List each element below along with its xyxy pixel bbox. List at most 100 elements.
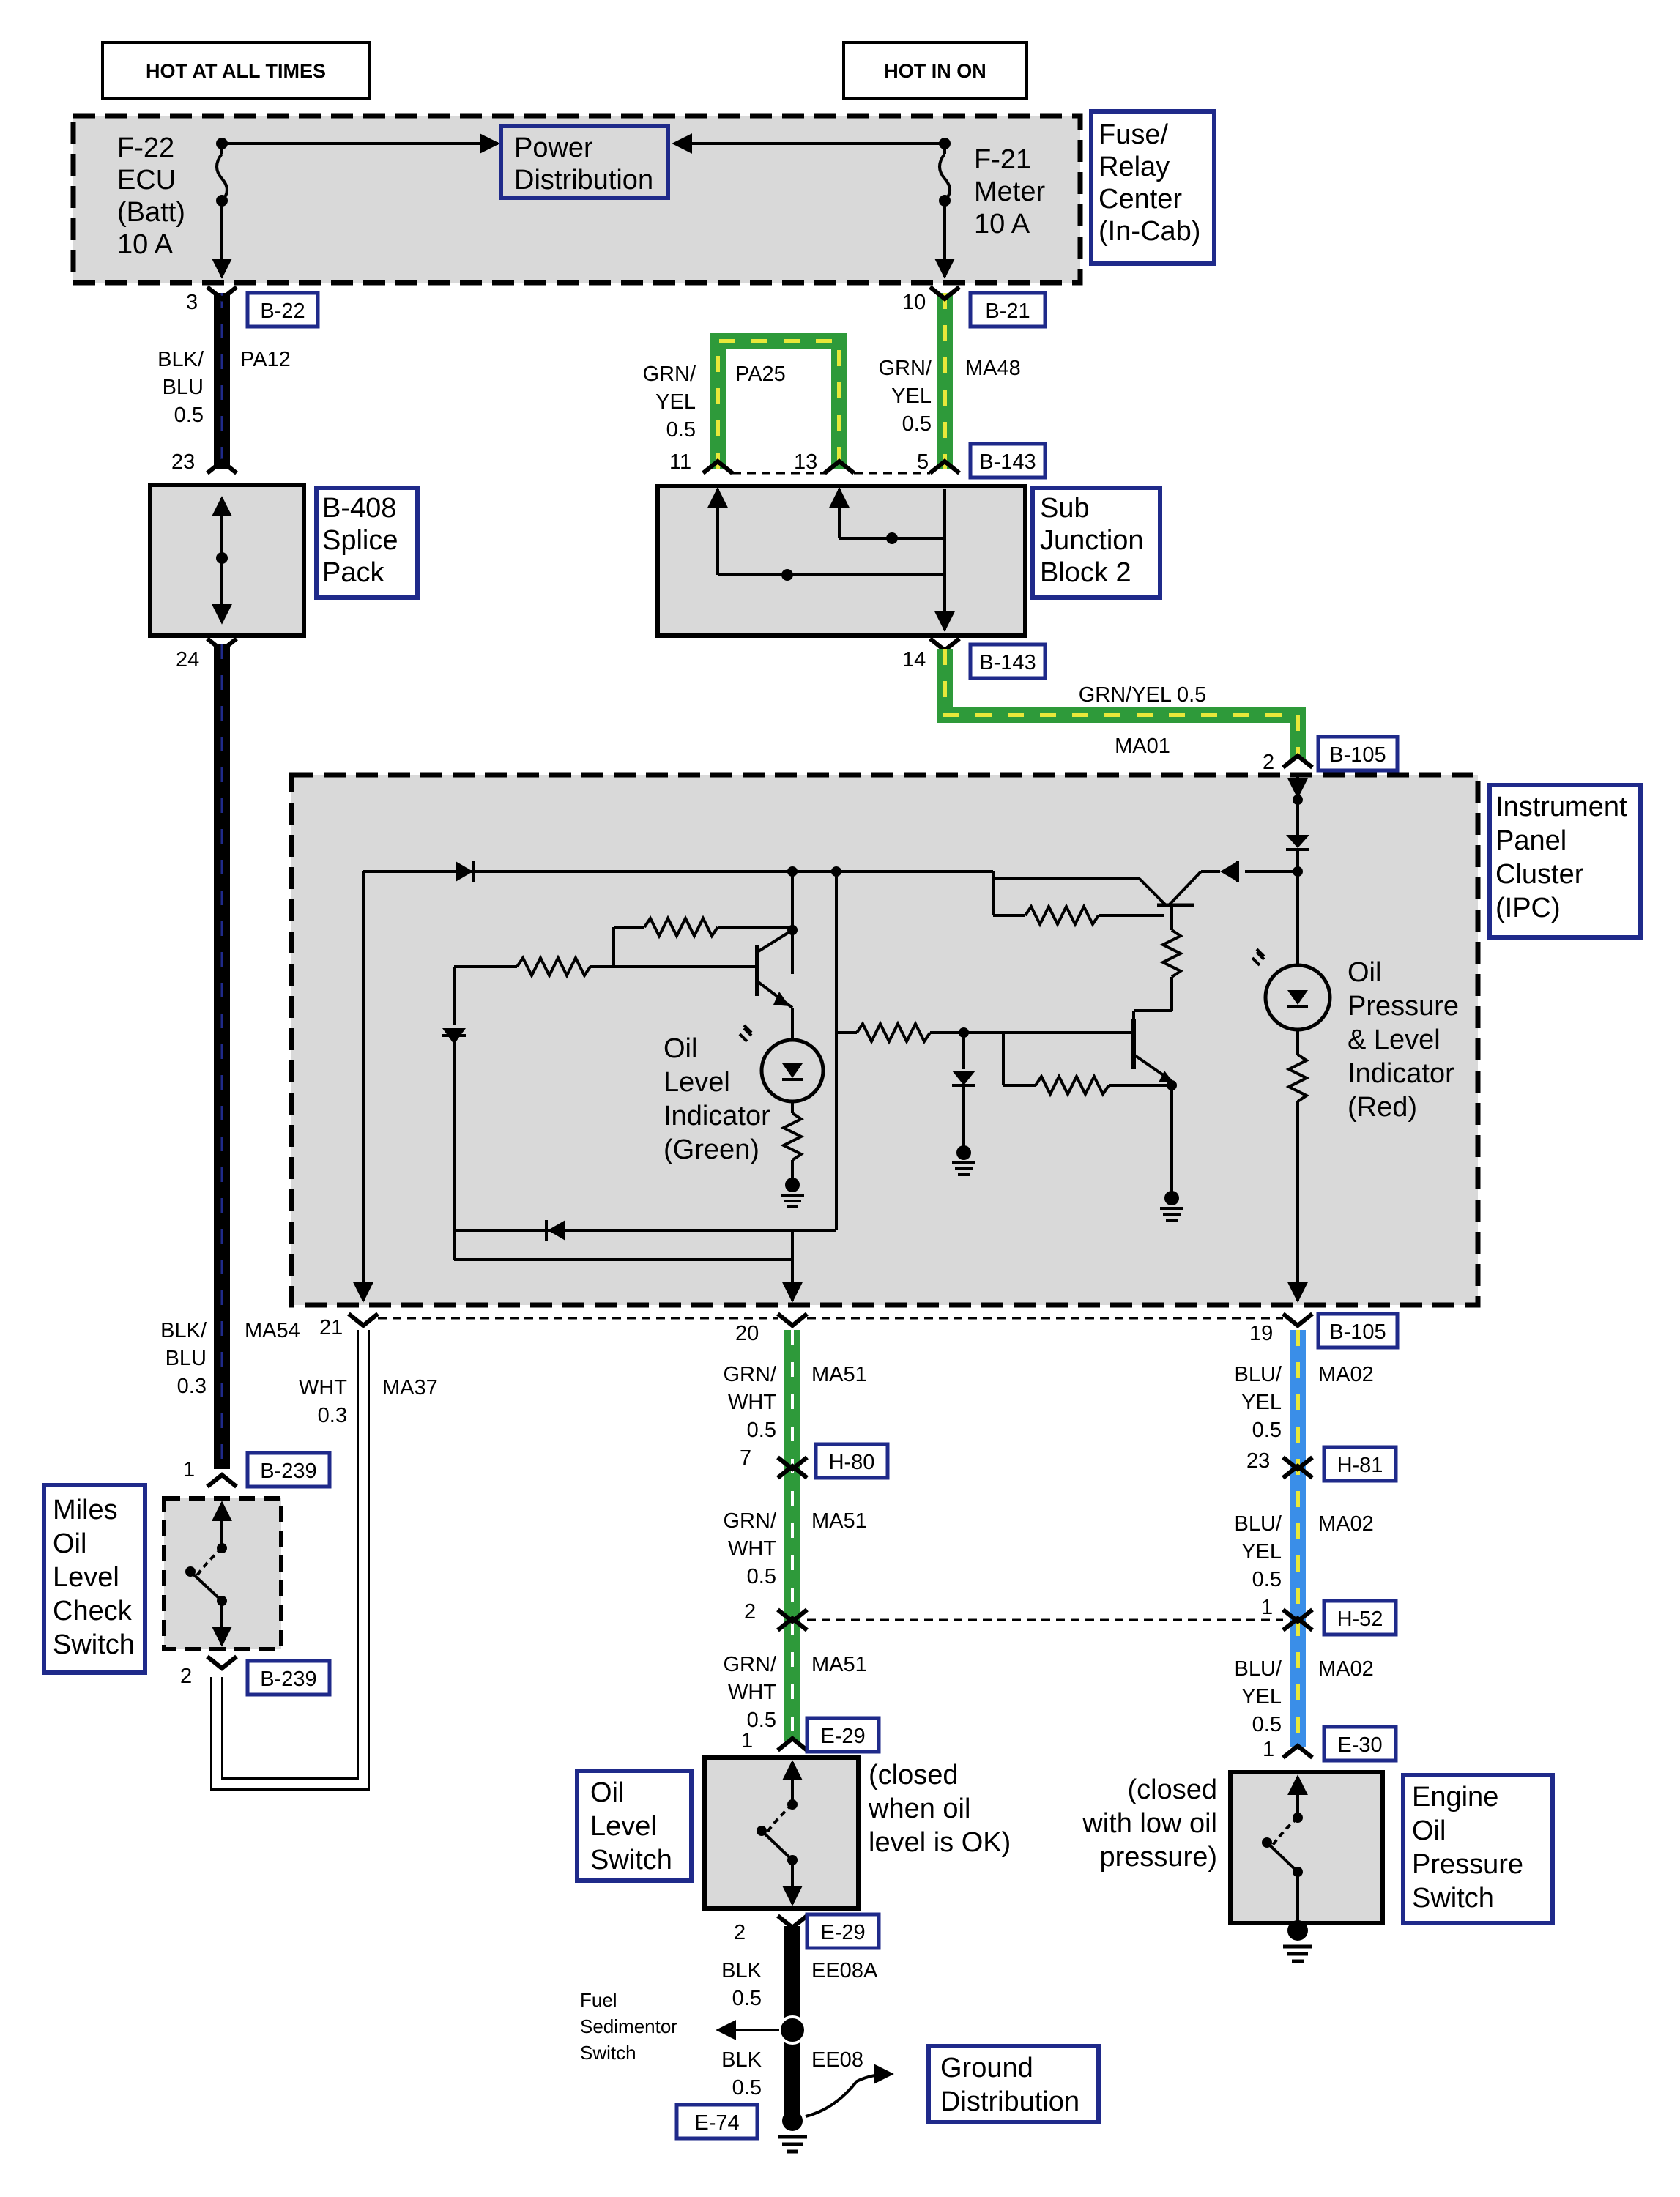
f22-line3: (Batt) bbox=[117, 197, 185, 228]
oil-level-indicator-3: Indicator bbox=[664, 1101, 770, 1131]
ipc-label[interactable]: Instrument Panel Cluster (IPC) bbox=[1487, 783, 1643, 940]
pin-3: 3 bbox=[186, 291, 198, 314]
engine-oil-switch-4: Switch bbox=[1412, 1883, 1494, 1914]
oil-level-switch-1: Oil bbox=[590, 1777, 624, 1808]
ground-distribution-label[interactable]: Ground Distribution bbox=[926, 2044, 1101, 2124]
pin-2b: 2 bbox=[180, 1665, 192, 1688]
connector-h81[interactable] bbox=[1322, 1445, 1398, 1483]
splice-label-1: B-408 bbox=[322, 493, 396, 524]
connector-b105a-text: B-105 bbox=[1329, 743, 1386, 767]
power-distribution-line1: Power bbox=[514, 133, 593, 163]
fuel-sedimentor-2: Sedimentor bbox=[580, 2015, 677, 2037]
ma01-color: GRN/YEL 0.5 bbox=[1079, 683, 1207, 707]
connector-b105b-text: B-105 bbox=[1329, 1320, 1386, 1344]
pin-10: 10 bbox=[902, 291, 926, 314]
connector-b21[interactable] bbox=[968, 291, 1047, 329]
miles-label-5: Switch bbox=[53, 1629, 135, 1660]
oil-level-note-2: when oil bbox=[868, 1793, 970, 1824]
connector-e74[interactable] bbox=[674, 2103, 759, 2141]
ground-ipc-1-icon bbox=[1164, 1191, 1179, 1205]
sub-junction-label[interactable]: Sub Junction Block 2 bbox=[1030, 486, 1162, 600]
ma51c-color-1: GRN/ bbox=[724, 1653, 777, 1676]
ma48-color-3: 0.5 bbox=[902, 412, 932, 436]
ipc-label-2: Panel bbox=[1495, 825, 1566, 856]
oil-pressure-indicator-5: (Red) bbox=[1348, 1092, 1417, 1123]
ma51b-circuit: MA51 bbox=[811, 1509, 867, 1533]
oil-level-switch-label[interactable]: Oil Level Switch bbox=[575, 1769, 694, 1883]
f21-line2: Meter bbox=[974, 176, 1045, 207]
connector-b21-icon bbox=[929, 285, 961, 302]
header-hot-in-on: HOT IN ON bbox=[842, 41, 1028, 100]
connector-e30-icon bbox=[1282, 1743, 1314, 1760]
pa25-color-2: YEL bbox=[655, 390, 696, 414]
f22-line1: F-22 bbox=[117, 133, 174, 163]
connector-b22[interactable] bbox=[245, 291, 320, 329]
connector-b239b-icon bbox=[206, 1654, 238, 1671]
ma48-circuit: MA48 bbox=[965, 357, 1021, 380]
oil-pressure-indicator-4: Indicator bbox=[1348, 1058, 1454, 1089]
connector-h81-text: H-81 bbox=[1337, 1454, 1383, 1477]
connector-b143b[interactable] bbox=[968, 642, 1047, 680]
fuse-label-4: (In-Cab) bbox=[1099, 216, 1200, 247]
pa12-color-1: BLK/ bbox=[157, 348, 204, 371]
pin-5-connector-icon bbox=[929, 458, 961, 475]
pin-20-connector-icon bbox=[776, 1312, 809, 1328]
oil-level-note-1: (closed bbox=[869, 1760, 959, 1791]
power-distribution-box[interactable] bbox=[499, 124, 670, 200]
ground-distribution-2: Distribution bbox=[940, 2086, 1079, 2117]
engine-oil-switch-label[interactable]: Engine Oil Pressure Switch bbox=[1401, 1773, 1555, 1925]
splice-pack-label[interactable]: B-408 Splice Pack bbox=[314, 486, 420, 600]
ma02c-color-3: 0.5 bbox=[1252, 1713, 1282, 1736]
pa25-color-3: 0.5 bbox=[666, 418, 696, 442]
fuse-relay-center-label[interactable]: Fuse/ Relay Center (In-Cab) bbox=[1089, 109, 1216, 266]
connector-e29b-icon bbox=[776, 1914, 809, 1930]
engine-oil-note-3: pressure) bbox=[1100, 1842, 1218, 1873]
pa12-circuit: PA12 bbox=[240, 348, 291, 371]
pin-21: 21 bbox=[319, 1316, 343, 1339]
ma02b-color-3: 0.5 bbox=[1252, 1568, 1282, 1591]
connector-e29a[interactable] bbox=[805, 1716, 881, 1754]
connector-h52-right-top-icon bbox=[1282, 1607, 1314, 1624]
connector-b239a[interactable] bbox=[245, 1451, 332, 1489]
splice-label-2: Splice bbox=[322, 525, 398, 556]
connector-b239b[interactable] bbox=[245, 1659, 332, 1697]
connector-h52-left-top-icon bbox=[776, 1607, 809, 1624]
connector-b239a-icon bbox=[206, 1472, 238, 1489]
f21-line1: F-21 bbox=[974, 144, 1031, 175]
connector-b105b[interactable] bbox=[1316, 1312, 1400, 1350]
sub-junction-2: Junction bbox=[1040, 525, 1144, 556]
connector-b143b-icon bbox=[929, 636, 961, 653]
connector-h52[interactable] bbox=[1322, 1599, 1398, 1637]
pin-20: 20 bbox=[735, 1322, 759, 1345]
miles-label-2: Oil bbox=[53, 1528, 86, 1559]
engine-oil-note-1: (closed bbox=[1128, 1774, 1218, 1805]
ground-ipc-3-icon bbox=[785, 1178, 800, 1192]
ma02a-color-1: BLU/ bbox=[1235, 1363, 1282, 1386]
connector-h80[interactable] bbox=[814, 1442, 890, 1480]
engine-oil-note-2: with low oil bbox=[1082, 1808, 1217, 1839]
engine-oil-switch-3: Pressure bbox=[1412, 1849, 1523, 1880]
miles-switch-label[interactable]: Miles Oil Level Check Switch bbox=[42, 1483, 147, 1675]
ma02c-color-1: BLU/ bbox=[1235, 1657, 1282, 1681]
sub-junction-3: Block 2 bbox=[1040, 557, 1131, 588]
connector-b143a[interactable] bbox=[968, 442, 1047, 480]
fuse-f21-icon bbox=[938, 152, 951, 202]
ma51a-color-1: GRN/ bbox=[724, 1363, 777, 1386]
ipc-label-4: (IPC) bbox=[1495, 893, 1561, 923]
pin-1d: 1 bbox=[1263, 1738, 1274, 1761]
ma02c-circuit: MA02 bbox=[1318, 1657, 1374, 1681]
sub-junction-1: Sub bbox=[1040, 493, 1090, 524]
ma51b-color-3: 0.5 bbox=[747, 1565, 776, 1588]
connector-b105a[interactable] bbox=[1316, 735, 1400, 773]
pin-19: 19 bbox=[1249, 1322, 1273, 1345]
connector-e29b[interactable] bbox=[805, 1912, 881, 1950]
f22-line4: 10 A bbox=[117, 229, 174, 260]
pin-7: 7 bbox=[740, 1446, 751, 1470]
connector-h52-left-bottom-icon bbox=[776, 1616, 809, 1632]
connector-e30[interactable] bbox=[1322, 1725, 1398, 1763]
ma51c-color-2: WHT bbox=[728, 1681, 776, 1704]
pa25-circuit: PA25 bbox=[735, 363, 786, 386]
ma48-color-2: YEL bbox=[891, 384, 932, 408]
miles-label-4: Check bbox=[53, 1596, 133, 1627]
connector-h80-top-icon bbox=[776, 1455, 809, 1472]
